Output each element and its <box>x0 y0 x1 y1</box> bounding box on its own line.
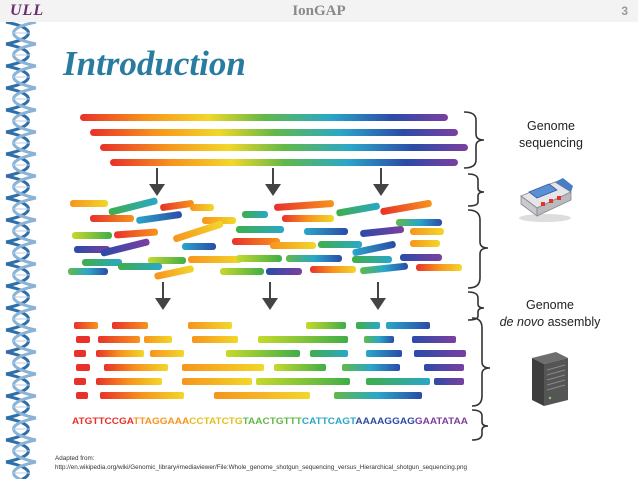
assembly-arrows <box>155 282 386 310</box>
down-arrow-icon <box>149 168 165 196</box>
fragmentation-arrows <box>149 168 389 196</box>
dna-helix-border <box>0 22 42 479</box>
page-number: 3 <box>621 4 628 18</box>
consensus-sequence: ATGTTCCGATTAGGAAACCTATCTGTAACTGTTTCATTCA… <box>72 416 469 426</box>
genome-strand <box>90 129 458 136</box>
brace <box>467 291 485 321</box>
random-fragments <box>68 197 462 280</box>
sequencing-label: Genome sequencing <box>519 119 583 150</box>
genome-strands <box>80 114 468 166</box>
image-credit: Adapted from: http://en.wikipedia.org/wi… <box>55 455 467 471</box>
slide-title: Introduction <box>63 44 246 83</box>
sequencer-machine-icon <box>519 178 573 222</box>
brace <box>467 173 485 207</box>
header-title: IonGAP <box>292 3 346 19</box>
brace <box>471 409 489 441</box>
de-novo-text: de novo <box>499 315 545 329</box>
brace <box>463 111 485 169</box>
credit-url[interactable]: http://en.wikipedia.org/wiki/Genomic_lib… <box>55 464 467 471</box>
brace <box>467 209 489 289</box>
down-arrow-icon <box>265 168 281 196</box>
genome-strand <box>110 159 458 166</box>
genome-strand <box>100 144 468 151</box>
down-arrow-icon <box>155 282 171 310</box>
down-arrow-icon <box>373 168 389 196</box>
aligned-fragments <box>74 322 466 399</box>
slide-header: ULL IonGAP 3 <box>0 0 638 22</box>
ull-logo: ULL <box>10 2 45 19</box>
genome-strand <box>80 114 448 121</box>
assembly-label: Genome de novo assembly <box>499 298 601 329</box>
down-arrow-icon <box>262 282 278 310</box>
server-tower-icon <box>532 352 568 406</box>
step-braces <box>463 111 491 441</box>
shotgun-sequencing-diagram: ATGTTCCGATTAGGAAACCTATCTGTAACTGTTTCATTCA… <box>68 111 491 441</box>
down-arrow-icon <box>370 282 386 310</box>
brace <box>471 317 491 407</box>
